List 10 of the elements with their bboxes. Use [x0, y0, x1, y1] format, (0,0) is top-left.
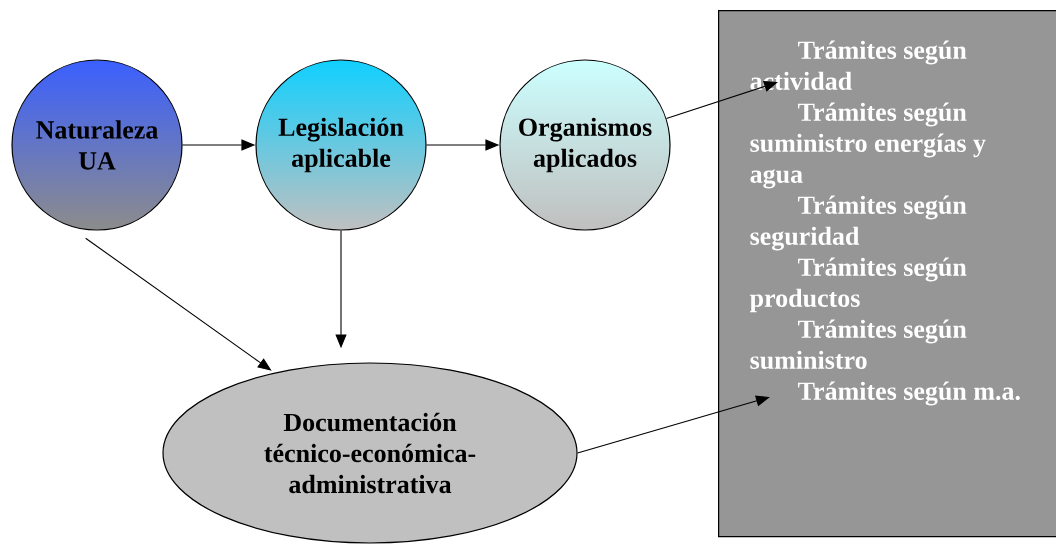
- arrow: [577, 395, 770, 454]
- arrow: [85, 237, 272, 371]
- list-item: Trámites según actividad: [750, 40, 967, 90]
- list-item: Trámites según suministro: [750, 319, 967, 369]
- list-item: Trámites según suministro energías y agua: [750, 102, 986, 189]
- list-item: Trámites según seguridad: [750, 195, 967, 251]
- list-panel: [718, 10, 1056, 538]
- arrow: [665, 81, 778, 120]
- list-item: Trámites según productos: [749, 257, 967, 313]
- list-item: Trámites según m.a.: [798, 381, 1020, 406]
